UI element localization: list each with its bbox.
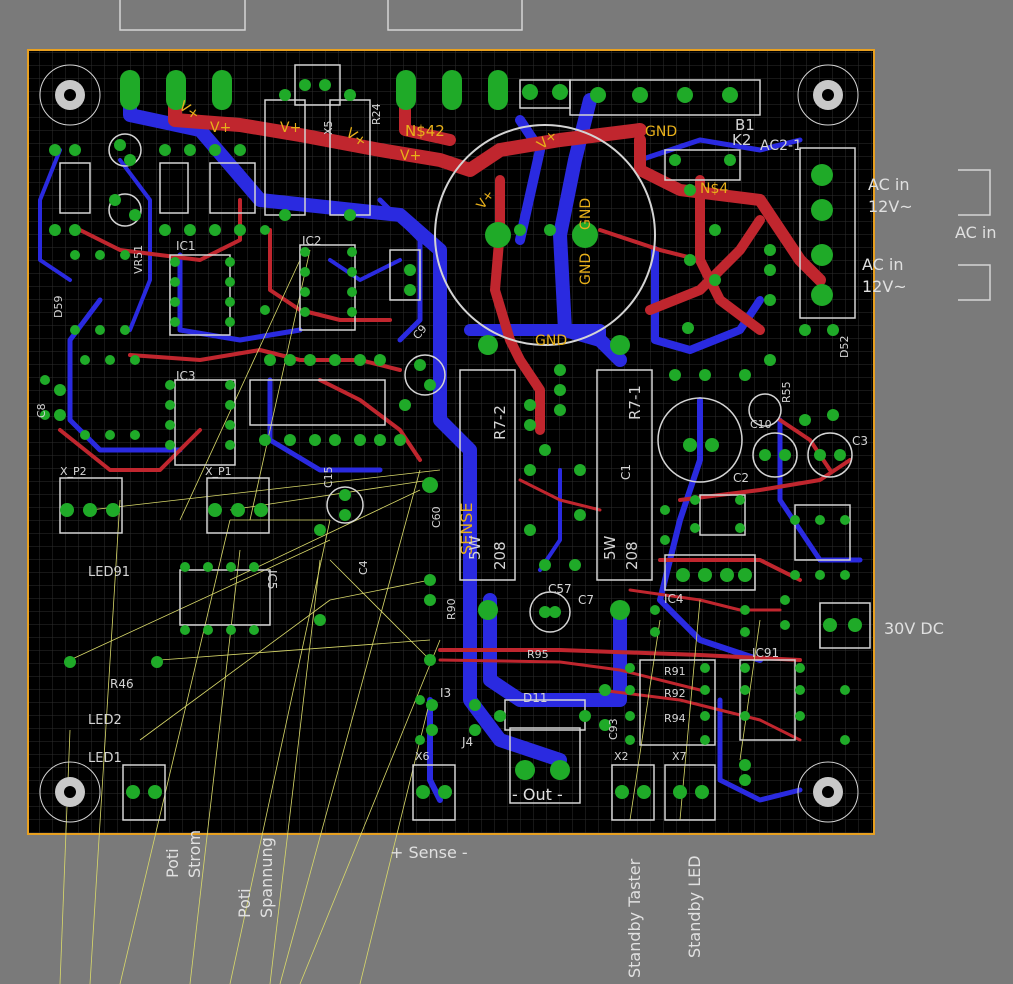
standby-taster-label: Standby Taster <box>625 858 644 978</box>
cap-c10-label: C10 <box>750 418 772 431</box>
ac-in-2-label: AC in <box>862 255 904 274</box>
cap-c3-label: C3 <box>852 434 868 448</box>
ic4-label: IC4 <box>664 592 684 606</box>
cap-c7-label: C7 <box>578 593 594 607</box>
led91-label: LED91 <box>88 565 130 580</box>
net-label-gnd-2: GND <box>535 333 567 349</box>
resistor-r7-1-code: 208 <box>623 541 641 570</box>
standby-led-label: Standby LED <box>685 855 704 958</box>
resistor-r46-label: R46 <box>110 677 134 691</box>
ic1-label: IC1 <box>176 239 196 253</box>
diode-d11-label: D11 <box>523 691 548 705</box>
poti-strom-label-1: Poti <box>163 848 182 878</box>
connector-xp2-label: X_P2 <box>60 465 87 478</box>
ic5-label: IC5 <box>265 570 279 590</box>
out-label: - Out - <box>512 785 563 804</box>
connector-x6-label: X6 <box>415 750 430 763</box>
cap-c1-label: C1 <box>619 464 633 480</box>
cap-c57-label: C57 <box>548 582 572 596</box>
resistor-r24-label: R24 <box>370 103 383 125</box>
resistor-r7-1-rating: 5W <box>601 535 619 560</box>
ac-in-1-voltage: 12V~ <box>868 197 913 216</box>
net-label-gnd-3: GND <box>578 253 594 285</box>
cap-c60-label: C60 <box>430 506 443 528</box>
net-label-vplus-3: V+ <box>280 120 301 136</box>
ic91-label: IC91 <box>752 646 779 660</box>
ic3-label: IC3 <box>176 369 196 383</box>
resistor-r95-label: R95 <box>527 648 549 661</box>
poti-strom-label-2: Strom <box>185 830 204 878</box>
resistor-r91-label: R91 <box>664 665 686 678</box>
cap-c15-label: C15 <box>322 466 335 488</box>
resistor-r7-2-code: 208 <box>491 541 509 570</box>
pad-layer <box>40 70 862 799</box>
relay-k2-label: K2 <box>732 131 751 149</box>
net-label-sense: SENSE <box>457 503 476 556</box>
ic2-label: IC2 <box>302 234 322 248</box>
jumper-i3-label: I3 <box>440 686 451 700</box>
poti-spannung-label-1: Poti <box>235 888 254 918</box>
resistor-r92-label: R92 <box>664 687 686 700</box>
net-label-gnd-4: GND <box>578 198 594 230</box>
net-label-vplus-5: V+ <box>400 148 421 164</box>
net-label-n42: N$42 <box>405 122 445 140</box>
net-label-gnd-1: GND <box>645 124 677 140</box>
connector-x7-label: X7 <box>672 750 687 763</box>
cap-c93-label: C93 <box>607 718 620 740</box>
diode-d52-label: D52 <box>838 336 851 358</box>
board-outline <box>27 49 875 835</box>
led2-label: LED2 <box>88 713 122 728</box>
vreg-vr51-label: VR51 <box>132 245 145 274</box>
resistor-r90-label: R90 <box>445 598 458 620</box>
connector-ac21-label: AC2-1 <box>760 138 802 154</box>
ac-in-2-voltage: 12V~ <box>862 277 907 296</box>
resistor-r7-2-rating: 5W <box>466 535 484 560</box>
resistor-r7-1-label: R7-1 <box>626 385 644 420</box>
resistor-r94-label: R94 <box>664 712 686 725</box>
poti-spannung-label-2: Spannung <box>257 837 276 918</box>
connector-x2-label: X2 <box>614 750 629 763</box>
net-label-vplus-2: V+ <box>210 120 231 136</box>
sense-label: + Sense - <box>390 843 468 862</box>
cap-c8-label: C8 <box>35 403 48 418</box>
dc-30v-label: 30V DC <box>884 619 944 638</box>
led1-label: LED1 <box>88 751 122 766</box>
diode-d59-label: D59 <box>52 296 65 318</box>
cap-c4-label: C4 <box>357 560 370 575</box>
net-label-n4: N$4 <box>700 181 728 197</box>
resistor-r55-label: R55 <box>780 381 793 403</box>
ac-in-1-label: AC in <box>868 175 910 194</box>
bridge-b1-label: B1 <box>735 116 755 134</box>
resistor-r7-2-label: R7-2 <box>491 405 509 440</box>
jumper-j4-label: J4 <box>461 735 473 749</box>
ac-in-label: AC in <box>955 223 997 242</box>
connector-xp1-label: X_P1 <box>205 465 232 478</box>
airwires <box>59 249 761 984</box>
connector-x5-label: X5 <box>322 120 335 135</box>
mounting-holes <box>55 80 843 807</box>
cap-c2-label: C2 <box>733 471 749 485</box>
